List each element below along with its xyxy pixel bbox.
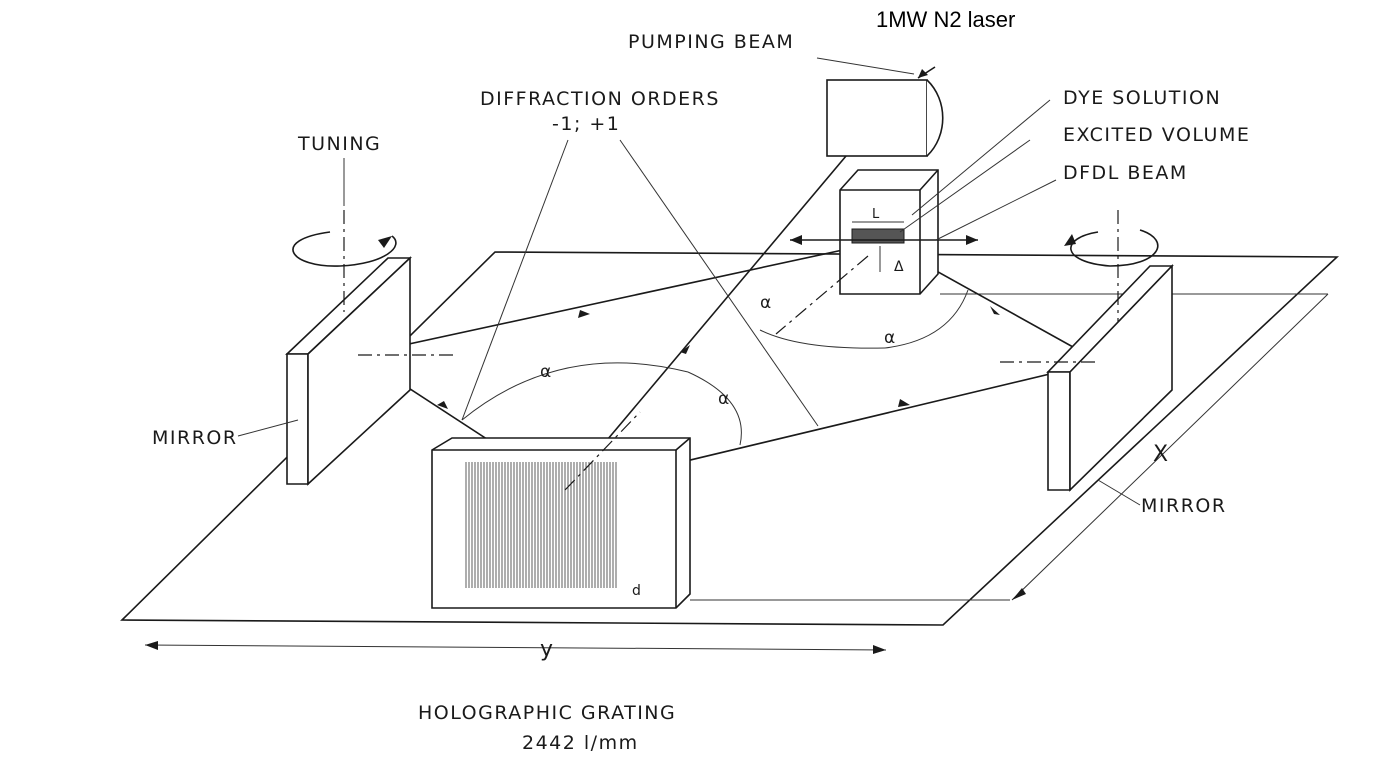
holographic-grating	[431, 411, 691, 609]
left-mirror	[284, 210, 455, 486]
dye-solution-label: DYE SOLUTION	[1063, 87, 1221, 109]
right-mirror	[1000, 210, 1174, 492]
mirror-left-label: MIRROR	[152, 427, 238, 449]
x-dimension-label: X	[1153, 442, 1170, 467]
dye-cuvette	[775, 169, 978, 335]
tuning-arrow-right	[1064, 229, 1159, 267]
angle-arcs	[461, 289, 969, 446]
length-l-label: L	[872, 207, 881, 222]
dfdl-beam-label: DFDL BEAM	[1063, 162, 1188, 184]
label-leaders	[237, 99, 1141, 506]
beam-paths	[357, 57, 1101, 491]
tuning-arrow-left	[292, 231, 397, 267]
diffraction-orders-label: DIFFRACTION ORDERS	[480, 88, 720, 110]
grating-period-label: d	[632, 583, 642, 599]
y-dimension-label: y	[540, 637, 555, 662]
alpha-label-3: α	[760, 293, 773, 313]
delta-label: Δ	[894, 259, 905, 275]
pump-laser	[826, 79, 944, 157]
alpha-label-2: α	[718, 389, 731, 409]
laser-label: 1MW N2 laser	[876, 7, 1015, 32]
tuning-label: TUNING	[297, 133, 381, 155]
grating-name-label: HOLOGRAPHIC GRATING	[418, 702, 676, 724]
mirror-right-label: MIRROR	[1141, 495, 1227, 517]
grating-density-label: 2442 l/mm	[522, 732, 639, 754]
alpha-label-1: α	[540, 362, 553, 382]
excited-volume-label: EXCITED VOLUME	[1063, 124, 1250, 146]
dimension-y	[144, 599, 1010, 654]
diffraction-orders-values: -1; +1	[552, 113, 620, 135]
alpha-label-4: α	[884, 328, 897, 348]
pumping-beam-label: PUMPING BEAM	[628, 31, 794, 53]
